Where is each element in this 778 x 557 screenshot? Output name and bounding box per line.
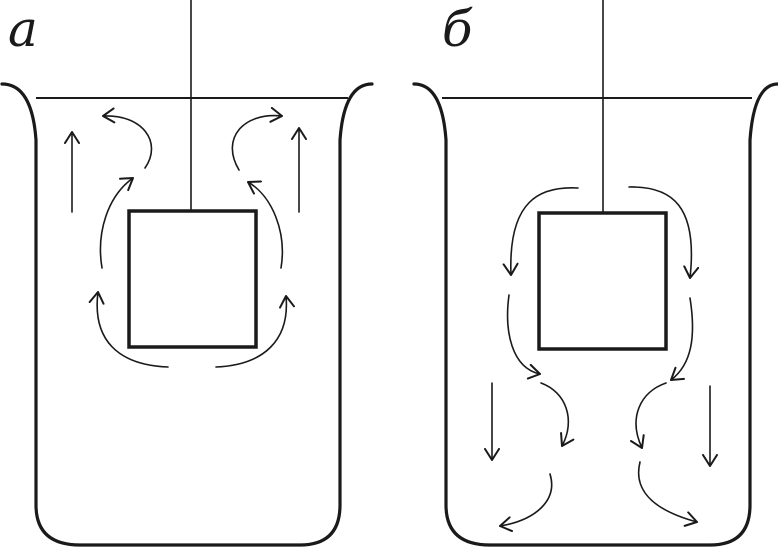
beaker-a bbox=[0, 82, 374, 547]
panel-label-b: б bbox=[442, 0, 473, 58]
panel-a bbox=[0, 0, 374, 547]
flow-arrow-b-left-lower bbox=[540, 382, 575, 447]
flow-arrow-b-right-middle bbox=[670, 297, 694, 381]
panel-b bbox=[412, 0, 778, 547]
flow-arrow-a-right-bottom bbox=[215, 295, 295, 368]
submerged-block-a bbox=[127, 209, 258, 349]
beaker-b bbox=[412, 82, 778, 547]
panel-label-a: а bbox=[8, 0, 38, 58]
flow-arrow-b-left-top bbox=[502, 187, 579, 276]
flow-arrow-a-right-middle bbox=[247, 180, 284, 269]
flow-arrow-a-left-middle bbox=[99, 177, 134, 269]
flow-arrow-b-left-middle bbox=[506, 294, 541, 380]
flow-arrow-b-right-lower bbox=[630, 382, 667, 449]
flow-arrow-b-right-bottom bbox=[637, 461, 698, 527]
flow-arrow-a-right-top bbox=[231, 106, 283, 171]
flow-arrow-a-left-top bbox=[102, 107, 153, 169]
flow-arrow-b-left-bottom bbox=[498, 473, 553, 533]
submerged-block-b bbox=[537, 211, 668, 351]
flow-arrow-b-right-top bbox=[628, 186, 700, 279]
flow-arrow-a-left-bottom bbox=[88, 291, 169, 368]
